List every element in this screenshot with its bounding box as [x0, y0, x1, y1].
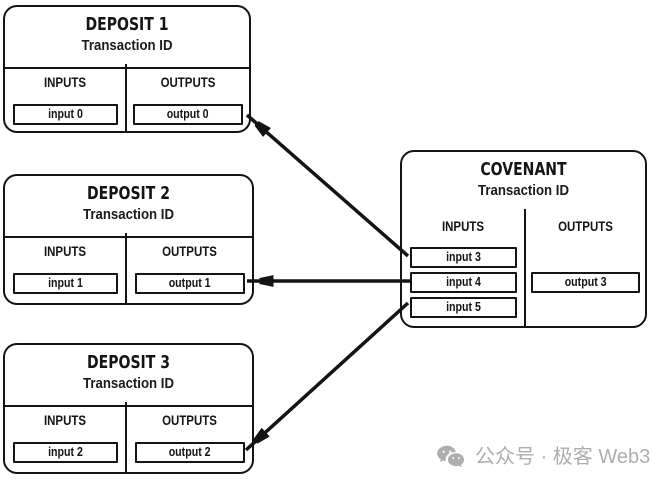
- deposit-1-header: DEPOSIT 1 Transaction ID: [5, 14, 249, 69]
- deposit-1-subtitle: Transaction ID: [81, 37, 173, 54]
- input-item: input 1: [12, 273, 118, 294]
- deposit-3-header: DEPOSIT 3 Transaction ID: [5, 352, 252, 407]
- deposit-2-outputs-column: OUTPUTS output 1: [125, 233, 252, 303]
- deposit-3-outputs-column: OUTPUTS output 2: [125, 402, 252, 472]
- covenant-header: COVENANT Transaction ID: [402, 159, 645, 214]
- deposit-3-box: DEPOSIT 3 Transaction ID INPUTS input 2 …: [3, 343, 254, 474]
- inputs-label: INPUTS: [43, 244, 87, 259]
- input-item: input 4: [409, 272, 517, 293]
- deposit-3-subtitle: Transaction ID: [83, 375, 174, 392]
- input-item: input 2: [12, 442, 118, 463]
- deposit-2-title: DEPOSIT 2: [86, 183, 171, 204]
- output-item: output 2: [134, 442, 245, 463]
- arrow-input3-to-output0: [245, 113, 410, 258]
- covenant-box: COVENANT Transaction ID INPUTS input 3 i…: [400, 150, 647, 328]
- inputs-label: INPUTS: [43, 413, 87, 428]
- deposit-1-box: DEPOSIT 1 Transaction ID INPUTS input 0 …: [3, 5, 251, 133]
- inputs-label: INPUTS: [441, 219, 485, 234]
- deposit-3-inputs-column: INPUTS input 2: [5, 402, 125, 472]
- deposit-2-subtitle: Transaction ID: [83, 206, 174, 223]
- output-item: output 1: [134, 273, 245, 294]
- deposit-1-outputs-column: OUTPUTS output 0: [125, 64, 249, 131]
- deposit-2-header: DEPOSIT 2 Transaction ID: [5, 183, 252, 238]
- outputs-label: OUTPUTS: [558, 219, 613, 234]
- input-item: input 3: [409, 247, 517, 268]
- outputs-label: OUTPUTS: [162, 413, 217, 428]
- arrow-input5-to-output2: [244, 301, 410, 452]
- input-item: input 0: [12, 104, 118, 125]
- deposit-1-title: DEPOSIT 1: [85, 14, 169, 35]
- deposit-2-inputs-column: INPUTS input 1: [5, 233, 125, 303]
- wechat-icon: [437, 445, 464, 468]
- inputs-label: INPUTS: [43, 75, 87, 90]
- output-item: output 0: [133, 104, 243, 125]
- watermark: 公众号 · 极客 Web3: [436, 444, 650, 470]
- covenant-inputs-column: INPUTS input 3 input 4 input 5: [402, 209, 524, 326]
- covenant-subtitle: Transaction ID: [478, 182, 569, 199]
- deposit-2-box: DEPOSIT 2 Transaction ID INPUTS input 1 …: [3, 174, 254, 305]
- outputs-label: OUTPUTS: [160, 75, 216, 90]
- deposit-1-inputs-column: INPUTS input 0: [5, 64, 125, 131]
- covenant-outputs-column: OUTPUTS output 3: [524, 209, 645, 326]
- outputs-label: OUTPUTS: [162, 244, 217, 259]
- input-item: input 5: [409, 297, 517, 318]
- watermark-text: 公众号 · 极客 Web3: [475, 446, 650, 468]
- covenant-title: COVENANT: [480, 159, 567, 180]
- output-item: output 3: [531, 272, 640, 293]
- deposit-3-title: DEPOSIT 3: [86, 352, 171, 373]
